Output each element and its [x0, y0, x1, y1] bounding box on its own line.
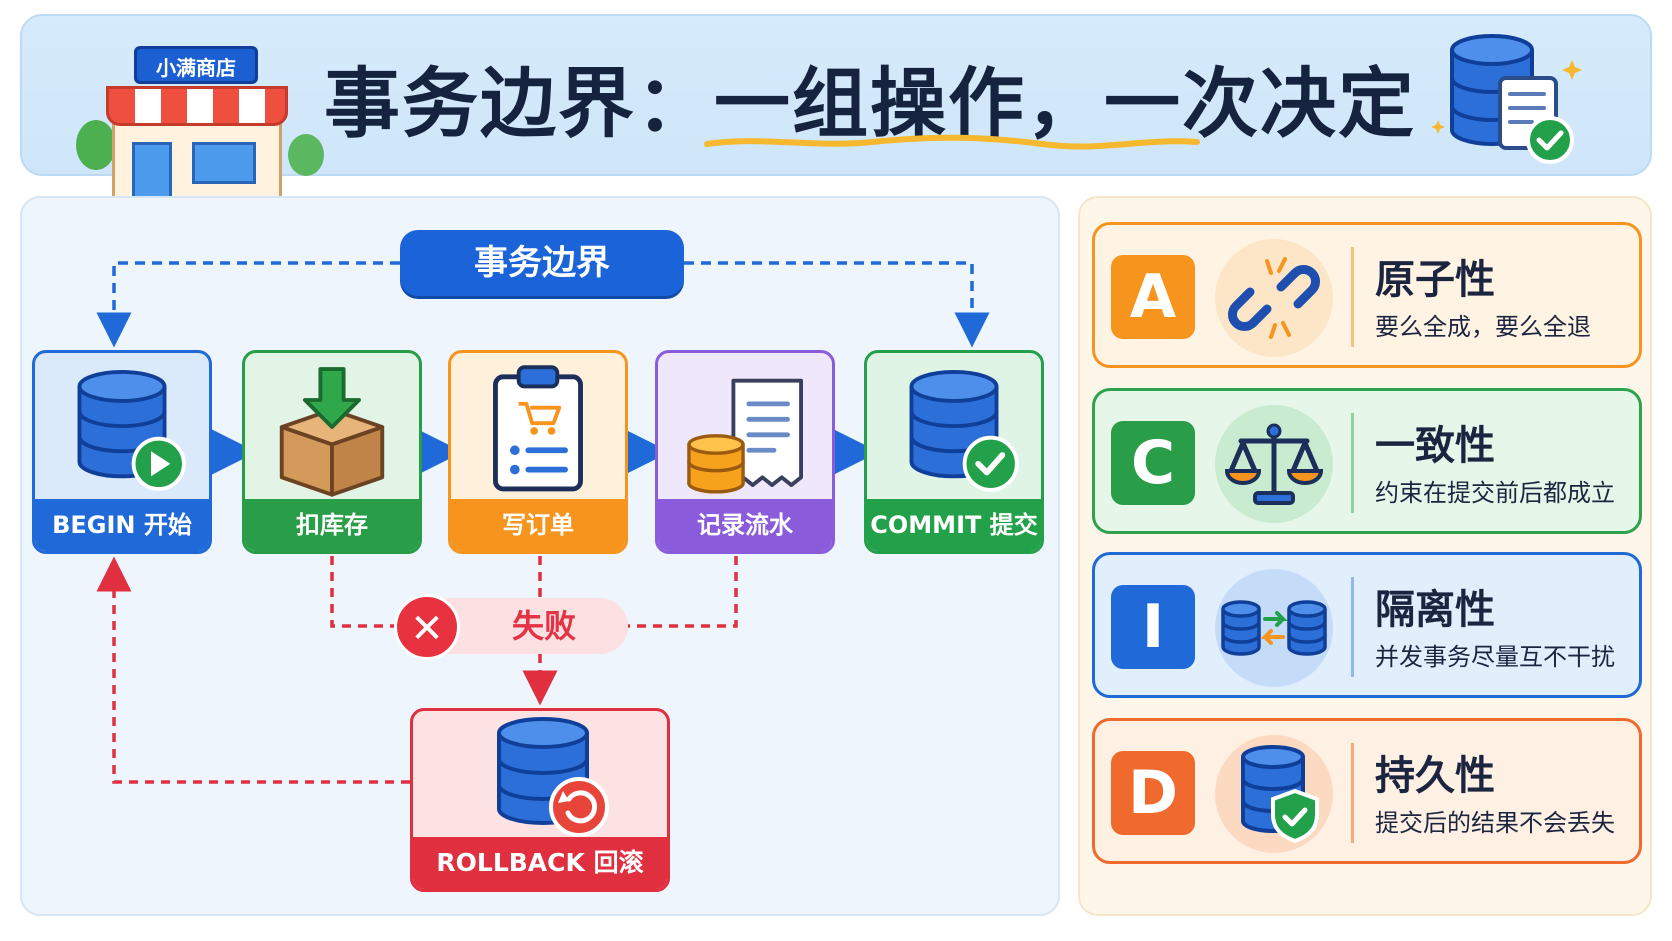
- acid-title: 一致性: [1375, 423, 1495, 469]
- card-divider: [1351, 413, 1354, 513]
- database-shield-icon: [1215, 735, 1333, 853]
- database-undo-icon: [497, 717, 609, 837]
- shop-sign: 小满商店: [134, 46, 258, 84]
- acid-card-isolation: I 隔离性 并发事务尽量互不干扰: [1092, 552, 1642, 698]
- step-begin: BEGIN 开始: [32, 350, 212, 554]
- acid-card-durability: D 持久性 提交后的结果不会丢失: [1092, 718, 1642, 864]
- step-write-order: 写订单: [448, 350, 628, 554]
- page-title: 事务边界：一组操作，一次决定: [324, 59, 1416, 148]
- transaction-boundary-label: 事务边界: [400, 230, 684, 296]
- acid-title: 隔离性: [1375, 587, 1495, 633]
- step-label: 写订单: [451, 499, 625, 551]
- acid-description: 约束在提交前后都成立: [1375, 479, 1615, 507]
- card-divider: [1351, 743, 1354, 843]
- title-underline-decoration: [704, 134, 1200, 150]
- acid-description: 提交后的结果不会丢失: [1375, 809, 1615, 837]
- step-deduct-stock: 扣库存: [242, 350, 422, 554]
- step-label: 扣库存: [245, 499, 419, 551]
- shop-door-icon: [132, 142, 172, 200]
- shop-awning-icon: [106, 86, 288, 126]
- acid-card-consistency: C 一致性 约束在提交前后都成立: [1092, 388, 1642, 534]
- step-label: COMMIT 提交: [867, 499, 1041, 551]
- database-play-icon: [77, 370, 186, 491]
- database-check-icon: [909, 370, 1019, 492]
- step-label: 记录流水: [658, 499, 832, 551]
- tree-left-icon: [76, 120, 116, 170]
- databases-swap-icon: [1215, 569, 1333, 687]
- x-circle-icon: ✕: [394, 594, 460, 660]
- database-document-icon: [1432, 34, 1582, 164]
- acid-card-atomicity: A 原子性 要么全成，要么全退: [1092, 222, 1642, 368]
- card-divider: [1351, 577, 1354, 677]
- coins-receipt-icon: [687, 378, 803, 494]
- step-record-ledger: 记录流水: [655, 350, 835, 554]
- acid-description: 并发事务尽量互不干扰: [1375, 643, 1615, 671]
- step-commit: COMMIT 提交: [864, 350, 1044, 554]
- acid-description: 要么全成，要么全退: [1375, 313, 1591, 341]
- acid-letter-badge: I: [1111, 585, 1195, 669]
- shop-illustration: 小满商店: [62, 30, 324, 200]
- acid-letter-badge: C: [1111, 421, 1195, 505]
- acid-title: 持久性: [1375, 753, 1495, 799]
- step-label: BEGIN 开始: [35, 499, 209, 551]
- header-banner: 小满商店 事务边界：一组操作，一次决定: [20, 14, 1652, 200]
- rollback-label: ROLLBACK 回滚: [413, 837, 667, 889]
- acid-letter-badge: D: [1111, 751, 1195, 835]
- card-divider: [1351, 247, 1354, 347]
- tree-right-icon: [288, 134, 324, 176]
- broken-link-icon: [1215, 239, 1333, 357]
- clipboard-cart-icon: [493, 365, 583, 492]
- box-download-icon: [279, 367, 385, 497]
- acid-letter-badge: A: [1111, 255, 1195, 339]
- step-rollback: ROLLBACK 回滚: [410, 708, 670, 892]
- acid-title: 原子性: [1375, 257, 1495, 303]
- scales-icon: [1215, 405, 1333, 523]
- shop-window-icon: [192, 142, 256, 184]
